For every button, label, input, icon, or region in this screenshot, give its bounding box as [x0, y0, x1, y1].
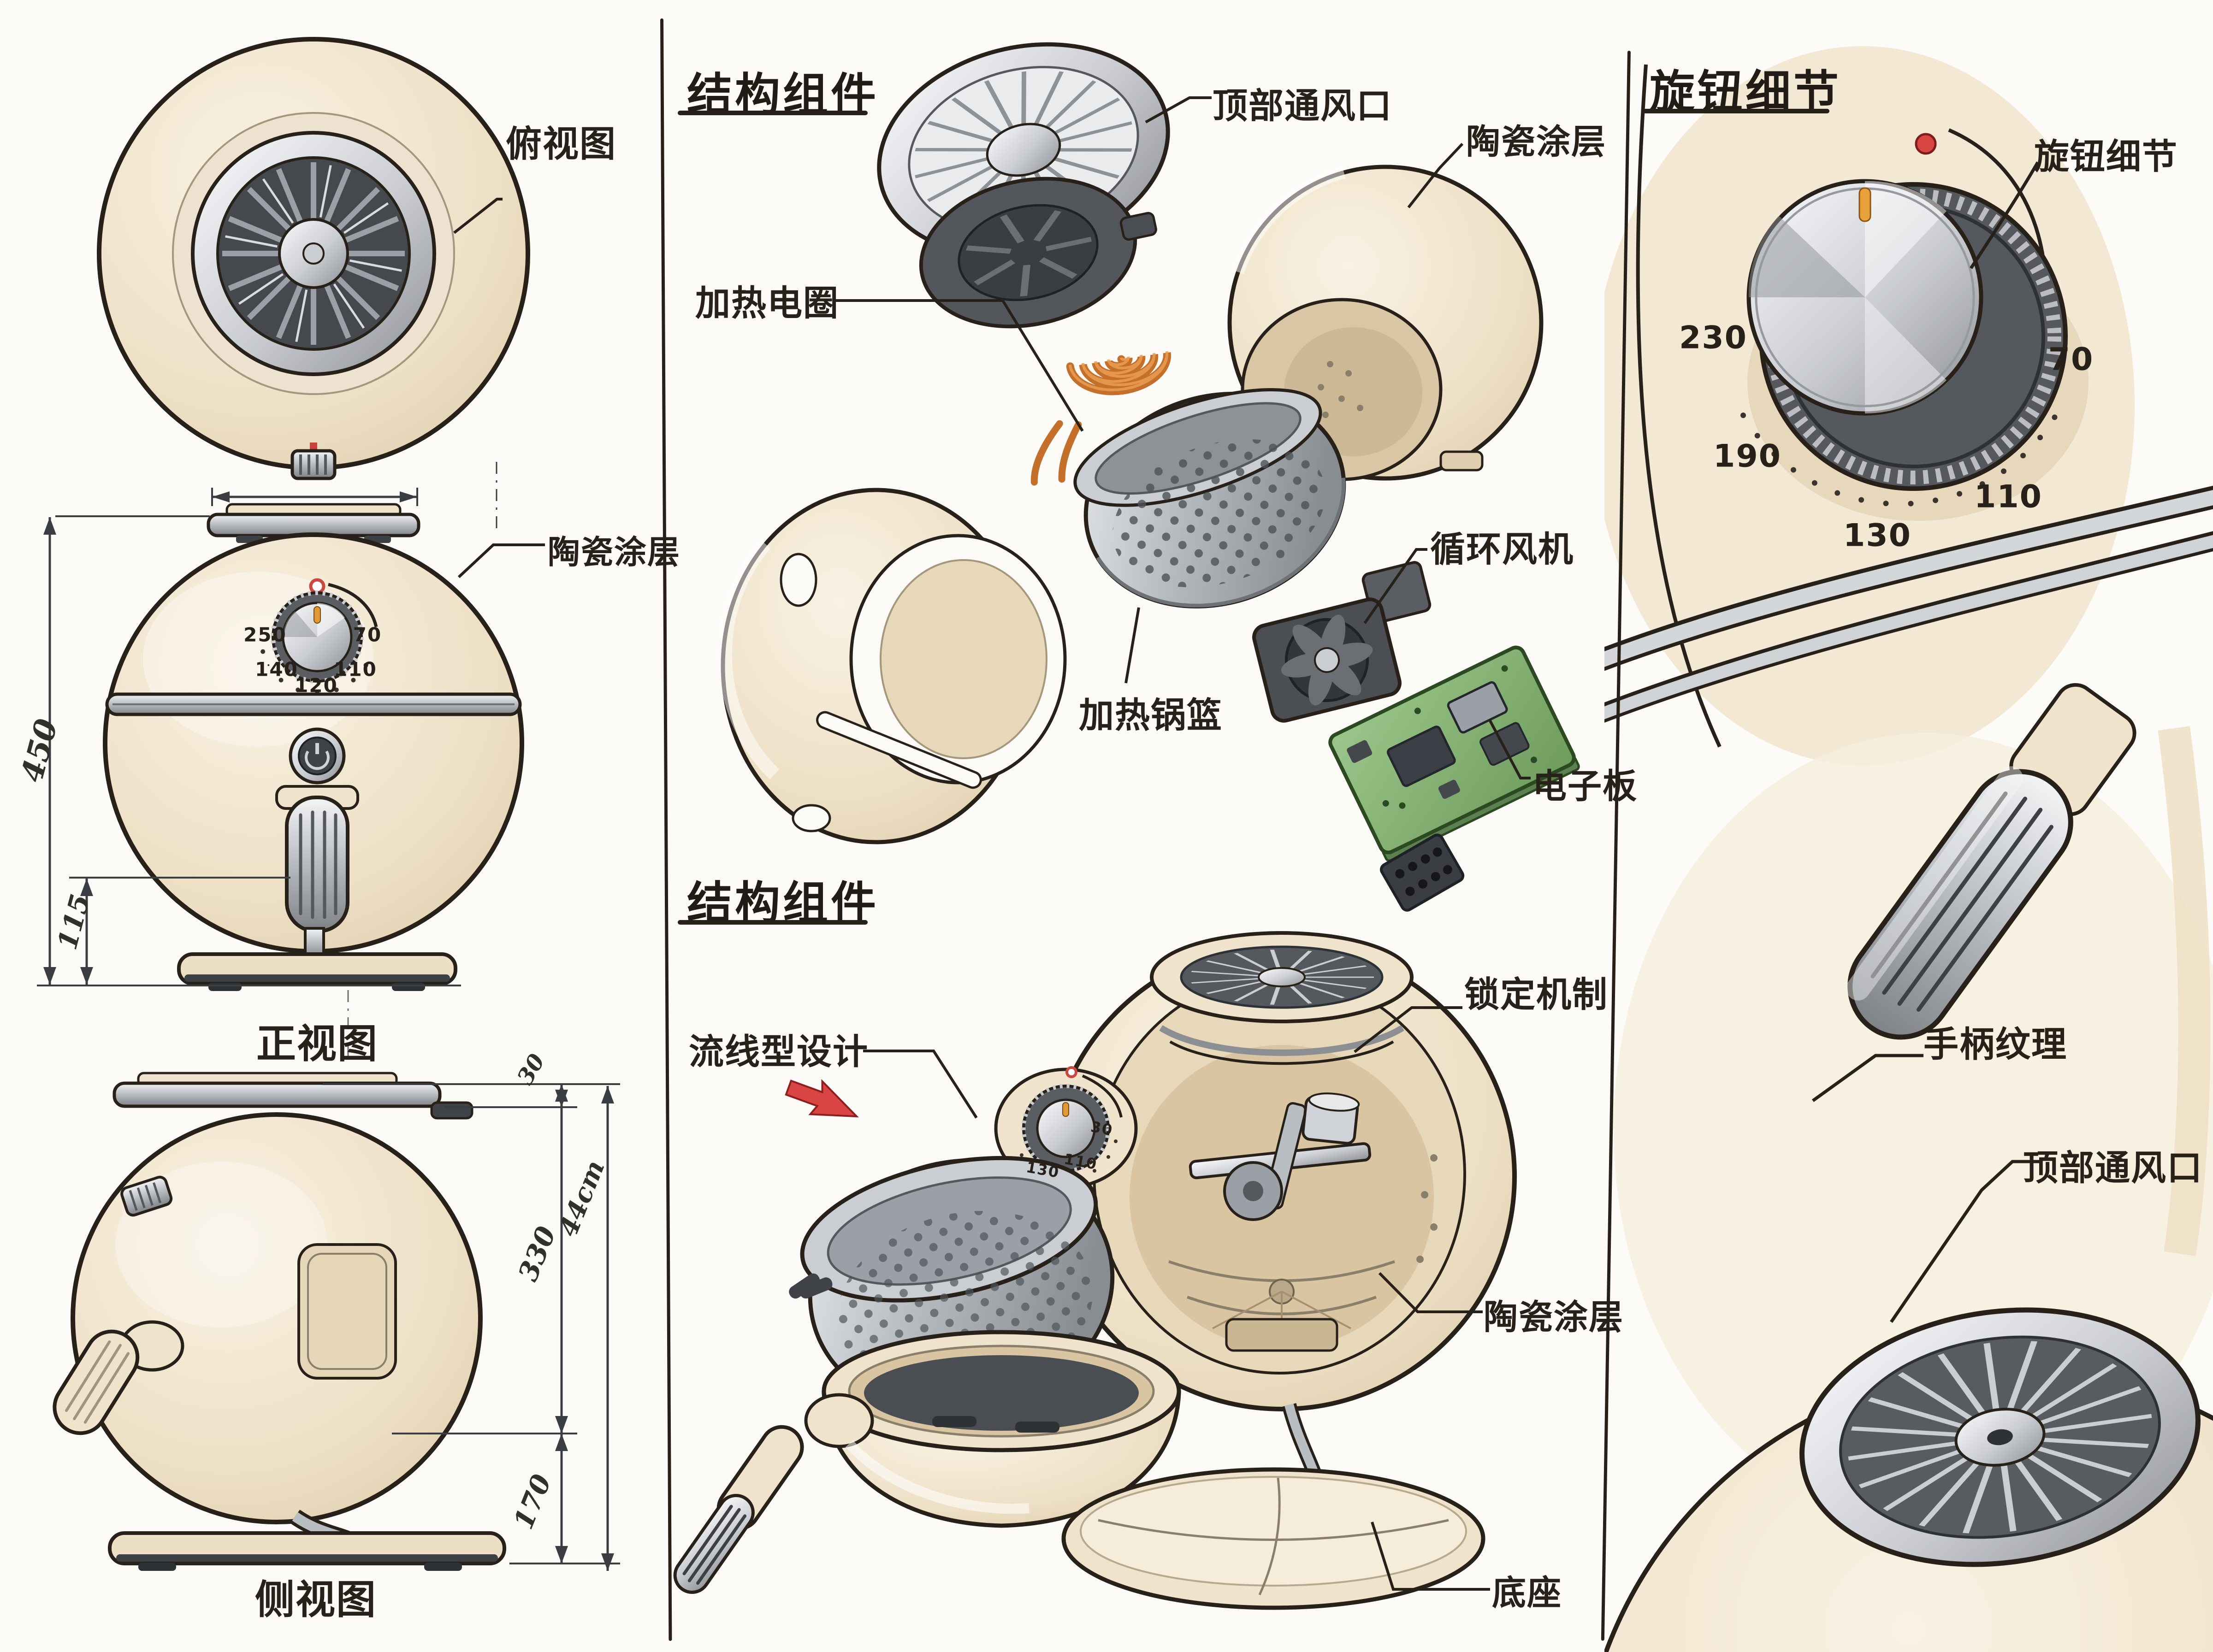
front-dimension-lines: [37, 515, 461, 986]
front-view-drawing: [103, 503, 524, 1056]
knob-detail-callout-label: 旋钮细节: [2034, 136, 2178, 177]
vent-callout-line: [1890, 1160, 2040, 1323]
knob-dial-value-70: 70: [2048, 341, 2094, 378]
fan-module-drawing: [1252, 561, 1432, 723]
top-view-drawing: [97, 37, 530, 480]
knob-indicator-dot: [1915, 133, 1937, 155]
base-plate-drawing: [1061, 1467, 1485, 1610]
heating-basket-label: 加热锅篮: [1079, 695, 1223, 736]
front-dial-value-110: 110: [334, 658, 377, 681]
header-underline: [678, 920, 868, 925]
exploded-and-cutaway-illustration: [673, 42, 1580, 1610]
handle-callout-line: [1811, 1054, 1923, 1102]
streamlined-design-label: 流线型设计: [689, 1031, 869, 1072]
exploded-view-drawing: [718, 42, 1580, 912]
knob-dial-value-190: 190: [1713, 438, 1781, 475]
heating-coil-label: 加热电圈: [695, 283, 839, 324]
vent-detail-drawing: [1604, 1160, 2213, 1652]
mini-dial-value-30: 30: [1089, 1118, 1115, 1139]
locking-mechanism-label: 锁定机制: [1464, 974, 1608, 1015]
header-underline: [678, 111, 868, 115]
knob-callout-line: [1970, 161, 2040, 269]
pcb-label: 电子板: [1533, 767, 1638, 806]
side-dimension-lines: [323, 1083, 620, 1571]
circulation-fan-label: 循环风机: [1430, 529, 1574, 570]
top-view-label: 俯视图: [506, 124, 617, 165]
front-dial-value-120: 120: [295, 674, 338, 697]
top-view-callout-line: [453, 198, 503, 234]
coating-callout-line: [457, 543, 545, 578]
knob-dial-value-110: 110: [1974, 478, 2042, 515]
body-groove-bands: [1604, 485, 2213, 723]
orthographic-views-illustration: [37, 37, 620, 1571]
exploded-callout-lines: [835, 96, 1531, 779]
detail-panel-illustration: [1604, 46, 2213, 1652]
handle-detail-drawing: [1846, 683, 2136, 1040]
base-label: 底座: [1492, 1573, 1562, 1613]
front-dial: [260, 578, 378, 696]
knob-detail-drawing: [1740, 128, 2089, 521]
front-view-label: 正视图: [256, 1021, 378, 1067]
coating-label-mid: 陶瓷涂层: [1466, 122, 1606, 162]
handle-texture-label: 手柄纹理: [1923, 1024, 2067, 1065]
cutaway-dial-drawing: [994, 1066, 1138, 1189]
header-underline: [1643, 109, 1829, 113]
heating-coil-drawing: [1030, 351, 1172, 486]
outer-bowl-drawing: [673, 1330, 1181, 1594]
coating-label-left: 陶瓷涂层: [548, 533, 680, 571]
top-vent-label: 顶部通风口: [1213, 85, 1392, 126]
front-dial-value-250: 250: [243, 623, 287, 646]
front-dial-value-140: 140: [255, 658, 298, 681]
pulled-basket-drawing: [789, 1156, 1115, 1416]
top-view-indicator-mark: [310, 442, 317, 451]
front-dial-value-70: 70: [353, 623, 382, 646]
steel-basket-drawing: [1073, 388, 1346, 609]
coating-label-bottom: 陶瓷涂层: [1484, 1298, 1624, 1337]
side-view-drawing: [53, 1072, 506, 1571]
width-dimension: [211, 462, 497, 530]
power-button-drawing: [289, 727, 346, 785]
knob-dial-value-130: 130: [1843, 517, 1911, 554]
pcb-drawing: [1328, 645, 1580, 912]
cutaway-view-drawing: [673, 931, 1517, 1610]
shell-half-drawing: [718, 488, 1067, 844]
side-view-label: 侧视图: [255, 1577, 377, 1623]
cutaway-callout-lines: [863, 1006, 1490, 1591]
top-vent-label-right: 顶部通风口: [2023, 1147, 2203, 1188]
knob-dial-value-230: 230: [1679, 319, 1747, 356]
